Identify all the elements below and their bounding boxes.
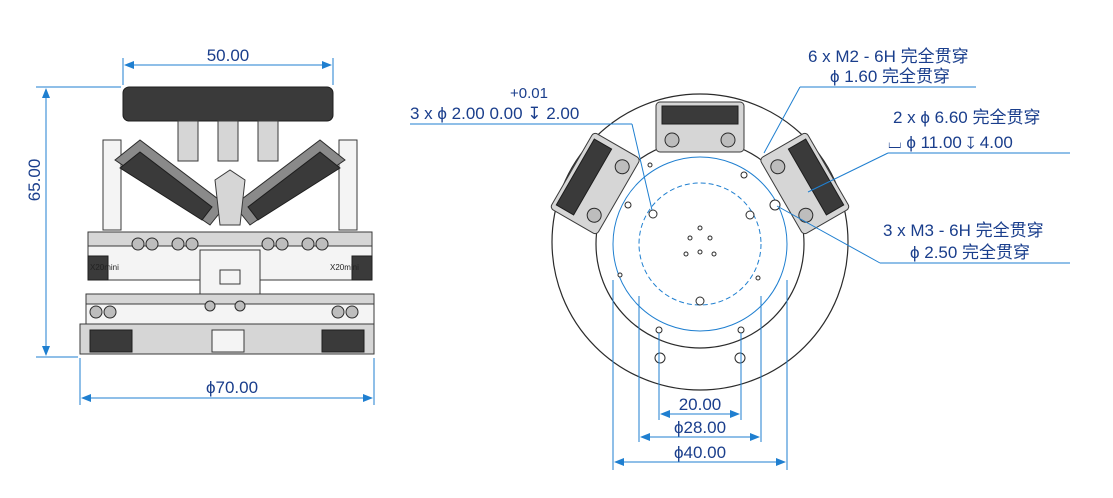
outer-body — [551, 93, 849, 391]
brand-label-left: X20mini — [90, 263, 119, 272]
dim-20: 20.00 — [679, 395, 722, 414]
dim-top-width: 50.00 — [207, 46, 250, 65]
callout-d66-line2: ⌴ ϕ 11.00 ↧ 4.00 — [888, 133, 1013, 152]
callout-d2-main: 3 x ϕ 2.00 0.00 ↧ 2.00 — [410, 104, 579, 123]
dim-base-diameter: ϕ70.00 — [206, 378, 258, 397]
front-view: X20mini X20mini 50.00 65.00 — [25, 46, 375, 405]
top-view: 6 x M2 - 6H 完全贯穿 ϕ 1.60 完全贯穿 +0.01 3 x ϕ… — [410, 47, 1070, 470]
callout-d2-tolerance: +0.01 — [510, 85, 548, 102]
screw-row-upper — [131, 237, 329, 251]
jaw-top — [655, 101, 745, 153]
callout-m3-line2: ϕ 2.50 完全贯穿 — [910, 243, 1030, 262]
callout-m3-line1: 3 x M3 - 6H 完全贯穿 — [883, 221, 1044, 240]
middle-body — [87, 231, 373, 247]
top-plate — [122, 86, 334, 122]
dim-diameter-40: ϕ40.00 — [674, 443, 726, 462]
callout-m2-line2: ϕ 1.60 完全贯穿 — [830, 67, 950, 86]
callout-d66-line1: 2 x ϕ 6.60 完全贯穿 — [893, 108, 1040, 127]
dim-height: 65.00 — [25, 159, 44, 202]
jaw-left — [550, 132, 640, 235]
screw-row-lower — [89, 300, 359, 319]
dim-diameter-28: ϕ28.00 — [674, 418, 726, 437]
brand-label-right: X20mini — [330, 263, 359, 272]
callout-m2-line1: 6 x M2 - 6H 完全贯穿 — [808, 47, 969, 66]
jaw-right — [760, 132, 850, 235]
hole-pattern — [617, 162, 781, 364]
